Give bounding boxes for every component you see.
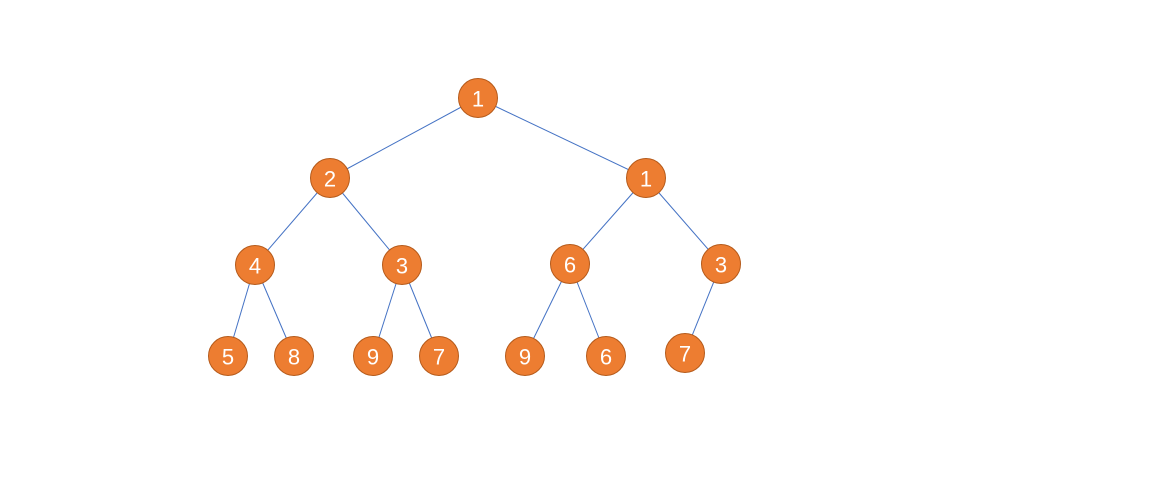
tree-node: 7 <box>665 333 705 373</box>
tree-node-circle <box>626 158 666 198</box>
tree-node: 4 <box>235 245 275 285</box>
tree-node-label: 6 <box>564 253 576 278</box>
tree-node: 9 <box>505 336 545 376</box>
tree-node-label: 1 <box>472 87 484 112</box>
tree-node-circle <box>208 336 248 376</box>
tree-node-circle <box>310 158 350 198</box>
tree-node-label: 5 <box>222 345 234 370</box>
tree-node-label: 1 <box>640 167 652 192</box>
tree-node: 8 <box>274 336 314 376</box>
tree-node-label: 9 <box>519 345 531 370</box>
tree-node: 5 <box>208 336 248 376</box>
tree-node-label: 7 <box>433 345 445 370</box>
tree-node-circle <box>505 336 545 376</box>
tree-nodes: 1 2 1 4 3 6 3 5 8 9 7 9 6 7 <box>208 78 741 376</box>
tree-edges <box>227 97 722 357</box>
tree-node-label: 7 <box>679 342 691 367</box>
tree-node: 1 <box>458 78 498 118</box>
tree-node: 3 <box>701 244 741 284</box>
tree-edge <box>477 97 647 179</box>
tree-node-circle <box>274 336 314 376</box>
tree-node-circle <box>382 245 422 285</box>
tree-node-circle <box>458 78 498 118</box>
tree-node: 1 <box>626 158 666 198</box>
tree-node-circle <box>701 244 741 284</box>
tree-node-label: 3 <box>396 254 408 279</box>
tree-node-label: 6 <box>600 345 612 370</box>
tree-node-label: 3 <box>715 253 727 278</box>
tree-node-circle <box>353 336 393 376</box>
tree-edge <box>329 97 479 179</box>
tree-node-label: 9 <box>367 345 379 370</box>
tree-node: 9 <box>353 336 393 376</box>
tree-node-label: 2 <box>324 167 336 192</box>
tree-node: 3 <box>382 245 422 285</box>
tree-node: 2 <box>310 158 350 198</box>
tree-node-circle <box>235 245 275 285</box>
tree-node-circle <box>419 336 459 376</box>
tree-node-label: 8 <box>288 345 300 370</box>
tree-node: 7 <box>419 336 459 376</box>
tree-node-circle <box>665 333 705 373</box>
tree-node-circle <box>550 244 590 284</box>
tree-node: 6 <box>550 244 590 284</box>
tree-node-circle <box>586 336 626 376</box>
tree-node-label: 4 <box>249 254 261 279</box>
tree-node: 6 <box>586 336 626 376</box>
